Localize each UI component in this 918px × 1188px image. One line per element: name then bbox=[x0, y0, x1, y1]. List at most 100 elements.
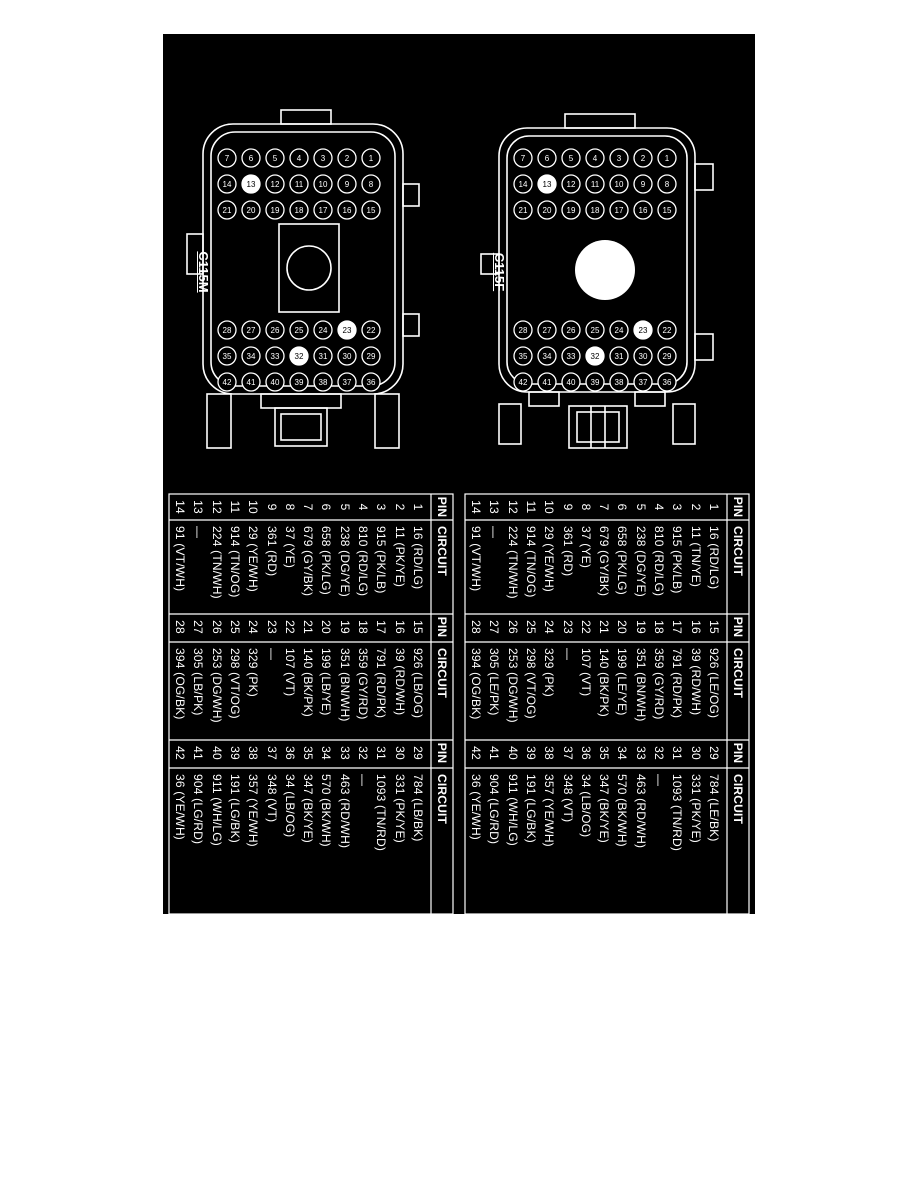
pin-number: 15 bbox=[411, 620, 425, 634]
cavity-37: 37 bbox=[337, 372, 357, 392]
circuit-value: 37 (YE) bbox=[282, 526, 297, 569]
pin-number: 27 bbox=[191, 620, 206, 634]
cavity-20: 20 bbox=[241, 200, 261, 220]
circuit-value: 329 (PK) bbox=[542, 648, 557, 697]
cavity-25: 25 bbox=[289, 320, 309, 340]
svg-text:15: 15 bbox=[367, 206, 376, 215]
pin-number: 22 bbox=[282, 620, 297, 634]
svg-text:25: 25 bbox=[295, 326, 304, 335]
circuit-value: 39 (RD/WH) bbox=[392, 648, 407, 716]
pin-number: 21 bbox=[597, 620, 612, 634]
circuit-value: 658 (PK/LG) bbox=[615, 526, 630, 595]
svg-text:12: 12 bbox=[271, 180, 280, 189]
pin-number: 24 bbox=[542, 620, 557, 634]
pin-number: 9 bbox=[560, 503, 575, 511]
circuit-header: CIRCUIT bbox=[731, 648, 745, 699]
pin-number: 5 bbox=[633, 503, 648, 511]
cavity-36: 36 bbox=[361, 372, 381, 392]
cavity-17: 17 bbox=[609, 200, 629, 220]
pin-number: 13 bbox=[191, 500, 206, 514]
svg-text:23: 23 bbox=[343, 326, 352, 335]
cavity-10: 10 bbox=[313, 174, 333, 194]
cavity-19: 19 bbox=[265, 200, 285, 220]
circuit-value: 107 (VT) bbox=[578, 648, 593, 697]
svg-text:17: 17 bbox=[615, 206, 624, 215]
pin-number: 25 bbox=[524, 620, 538, 634]
cavity-17: 17 bbox=[313, 200, 333, 220]
svg-text:12: 12 bbox=[567, 180, 576, 189]
circuit-value: 298 (VT/OG) bbox=[524, 648, 538, 719]
cavity-29: 29 bbox=[361, 346, 381, 366]
cavity-21: 21 bbox=[513, 200, 533, 220]
circuit-value: 39 (RD/WH) bbox=[688, 648, 703, 716]
pin-number: 10 bbox=[542, 500, 557, 514]
svg-text:4: 4 bbox=[593, 154, 598, 163]
svg-text:17: 17 bbox=[319, 206, 328, 215]
circuit-value: 348 (VT) bbox=[264, 774, 279, 823]
cavity-29: 29 bbox=[657, 346, 677, 366]
pin-number: 2 bbox=[392, 503, 407, 511]
pin-number: 19 bbox=[337, 620, 352, 634]
cavity-27: 27 bbox=[537, 320, 557, 340]
svg-text:24: 24 bbox=[319, 326, 328, 335]
cavity-31: 31 bbox=[609, 346, 629, 366]
svg-text:34: 34 bbox=[247, 352, 256, 361]
cavity-28: 28 bbox=[513, 320, 533, 340]
svg-text:36: 36 bbox=[367, 378, 376, 387]
cavity-14: 14 bbox=[513, 174, 533, 194]
pin-number: 18 bbox=[652, 620, 667, 634]
cavity-12: 12 bbox=[265, 174, 285, 194]
svg-text:41: 41 bbox=[247, 378, 256, 387]
circuit-value: 810 (RD/LG) bbox=[356, 526, 371, 597]
circuit-value: 107 (VT) bbox=[282, 648, 297, 697]
cavity-10: 10 bbox=[609, 174, 629, 194]
cavity-1: 1 bbox=[657, 148, 677, 168]
cavity-39: 39 bbox=[585, 372, 605, 392]
pin-number: 30 bbox=[392, 746, 407, 760]
pin-number: 37 bbox=[560, 746, 575, 760]
svg-text:8: 8 bbox=[369, 180, 374, 189]
pin-number: 7 bbox=[301, 503, 316, 511]
circuit-value: 347 (BK/YE) bbox=[597, 774, 612, 843]
pin-number: 39 bbox=[524, 746, 538, 760]
svg-text:14: 14 bbox=[223, 180, 232, 189]
circuit-value: 29 (YE/WH) bbox=[246, 526, 261, 593]
svg-text:18: 18 bbox=[591, 206, 600, 215]
svg-text:32: 32 bbox=[295, 352, 304, 361]
circuit-value: 34 (LB/OG) bbox=[578, 774, 593, 838]
svg-text:39: 39 bbox=[295, 378, 304, 387]
cavity-19: 19 bbox=[561, 200, 581, 220]
circuit-value: 463 (RD/WH) bbox=[633, 774, 648, 849]
pin-number: 12 bbox=[209, 500, 224, 514]
pin-number: 35 bbox=[597, 746, 612, 760]
cavity-1: 1 bbox=[361, 148, 381, 168]
cavity-16: 16 bbox=[337, 200, 357, 220]
cavity-12: 12 bbox=[561, 174, 581, 194]
circuit-value: 357 (YE/WH) bbox=[542, 774, 557, 847]
pin-number: 32 bbox=[652, 746, 667, 760]
svg-text:29: 29 bbox=[367, 352, 376, 361]
cavity-35: 35 bbox=[217, 346, 237, 366]
svg-text:3: 3 bbox=[617, 154, 622, 163]
cavity-6: 6 bbox=[241, 148, 261, 168]
pin-number: 1 bbox=[411, 503, 425, 511]
circuit-value: 570 (BK/WH) bbox=[319, 774, 334, 847]
cavity-15: 15 bbox=[657, 200, 677, 220]
svg-text:22: 22 bbox=[367, 326, 376, 335]
circuit-value: 36 (YE/WH) bbox=[469, 774, 484, 841]
pin-number: 23 bbox=[560, 620, 575, 634]
svg-text:20: 20 bbox=[247, 206, 256, 215]
cavity-34: 34 bbox=[537, 346, 557, 366]
svg-text:20: 20 bbox=[543, 206, 552, 215]
svg-text:28: 28 bbox=[519, 326, 528, 335]
pin-number: 18 bbox=[356, 620, 371, 634]
circuit-value: 253 (DG/WH) bbox=[209, 648, 224, 723]
pin-number: 3 bbox=[374, 503, 389, 511]
circuit-value: 679 (GY/BK) bbox=[301, 526, 316, 597]
pin-number: 5 bbox=[337, 503, 352, 511]
svg-text:1: 1 bbox=[369, 154, 374, 163]
circuit-value: 926 (LB/OG) bbox=[411, 648, 425, 719]
pin-number: 32 bbox=[356, 746, 371, 760]
